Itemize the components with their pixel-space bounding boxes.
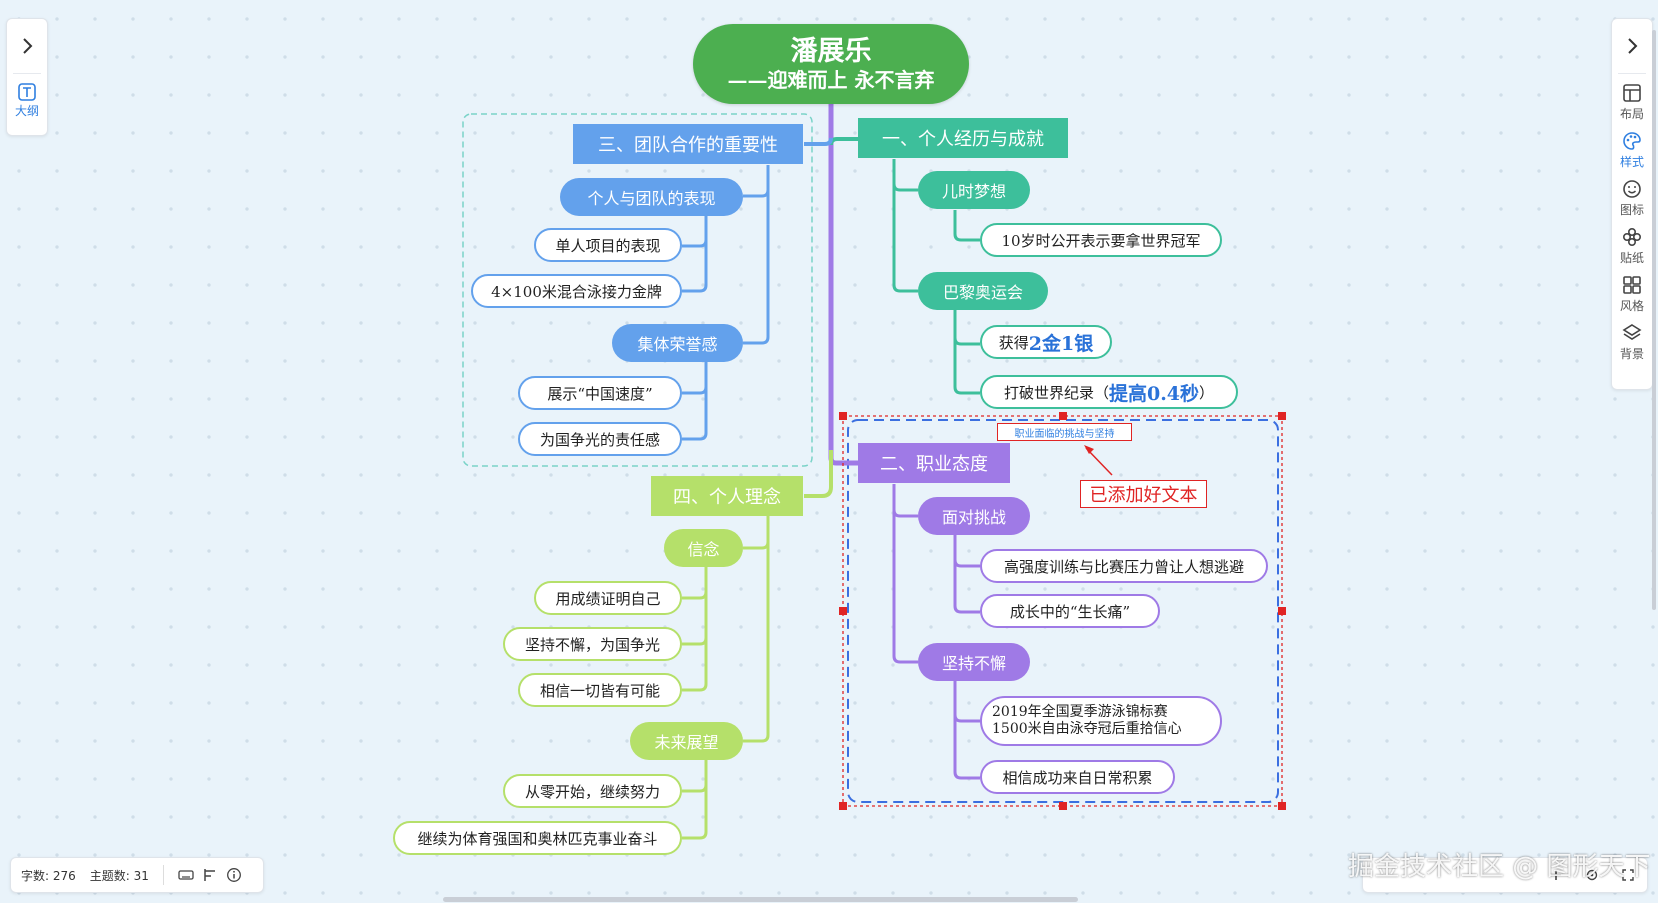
topic-persistence[interactable]: 坚持不懈 (918, 643, 1030, 681)
tool-theme-label: 风格 (1619, 299, 1644, 313)
leaf-daily-accumulation[interactable]: 相信成功来自日常积累 (980, 760, 1175, 794)
annotation-text: 已添加好文本 (1080, 480, 1207, 508)
leaf-record-highlight: 提高0.4秒 (1108, 382, 1200, 405)
branch-professional-attitude[interactable]: 二、职业态度 (858, 443, 1010, 483)
selection-handle[interactable] (839, 802, 847, 810)
leaf-persist-for-country[interactable]: 坚持不懈，为国争光 (503, 627, 682, 661)
tool-icons[interactable]: 图标 (1612, 179, 1652, 218)
leaf-growing-pains[interactable]: 成长中的“生长痛” (980, 594, 1160, 628)
layout-icon (1623, 84, 1641, 102)
topic-paris-olympics[interactable]: 巴黎奥运会 (918, 272, 1048, 310)
selection-handle[interactable] (839, 412, 847, 420)
info-icon[interactable] (226, 867, 242, 883)
leaf-training-pressure[interactable]: 高强度训练与比赛压力曾让人想逃避 (980, 549, 1268, 583)
tool-stickers[interactable]: 贴纸 (1612, 227, 1652, 266)
root-subtitle: ——迎难而上 永不言弃 (727, 68, 935, 92)
locate-icon[interactable] (1585, 868, 1599, 882)
structure-icon[interactable] (202, 867, 218, 883)
tool-icons-label: 图标 (1619, 203, 1644, 217)
leaf-medals-highlight: 2金1银 (1028, 332, 1094, 355)
tool-theme[interactable]: 风格 (1612, 275, 1652, 314)
tool-stickers-label: 贴纸 (1619, 251, 1644, 265)
leaf-national-responsibility[interactable]: 为国争光的责任感 (518, 422, 682, 456)
outline-icon (18, 83, 36, 101)
leaf-2019-line2: 1500米自由泳夺冠后重拾信心 (992, 721, 1182, 737)
vertical-scrollbar[interactable] (1652, 30, 1656, 610)
selection-handle[interactable] (1278, 607, 1286, 615)
topic-future-outlook[interactable]: 未来展望 (630, 722, 743, 760)
sticker-icon (1622, 227, 1642, 247)
tool-style[interactable]: 样式 (1612, 131, 1652, 170)
status-bar: 字数: 276 主题数: 31 (10, 857, 264, 893)
selection-handle[interactable] (1278, 412, 1286, 420)
leaf-everything-possible[interactable]: 相信一切皆有可能 (518, 673, 682, 707)
chevron-right-icon (23, 38, 33, 54)
layers-icon (1622, 324, 1642, 340)
tool-layout-label: 布局 (1619, 107, 1644, 121)
tool-background-label: 背景 (1619, 347, 1644, 361)
leaf-prove-yourself[interactable]: 用成绩证明自己 (534, 581, 682, 615)
horizontal-scrollbar[interactable] (443, 897, 1078, 902)
right-panel: 布局 样式 图标 贴纸 风格 背景 (1611, 18, 1653, 390)
fullscreen-icon[interactable] (1621, 868, 1635, 882)
selection-handle[interactable] (1059, 412, 1067, 420)
topic-childhood-dream[interactable]: 儿时梦想 (918, 171, 1030, 209)
topic-facing-challenges[interactable]: 面对挑战 (918, 497, 1030, 535)
leaf-2019-line1: 2019年全国夏季游泳锦标赛 (992, 704, 1168, 720)
zoom-controls (1362, 857, 1648, 893)
leaf-olympic-career[interactable]: 继续为体育强国和奥林匹克事业奋斗 (393, 821, 682, 855)
zoom-in-icon[interactable] (1549, 868, 1563, 882)
watermark: 掘金技术社区 @ 图形天下 (1348, 852, 1651, 882)
leaf-individual-performance[interactable]: 单人项目的表现 (534, 228, 682, 262)
keyboard-icon[interactable] (178, 867, 194, 883)
root-title: 潘展乐 (790, 36, 872, 67)
grid-style-icon (1623, 276, 1641, 294)
tool-layout[interactable]: 布局 (1612, 83, 1652, 122)
selection-handle[interactable] (839, 607, 847, 615)
topic-collective-honor[interactable]: 集体荣誉感 (612, 324, 743, 362)
summary-label[interactable]: 职业面临的挑战与坚持 (997, 423, 1132, 441)
leaf-2019-championship[interactable]: 2019年全国夏季游泳锦标赛 1500米自由泳夺冠后重拾信心 (980, 696, 1222, 746)
expand-left-button[interactable] (7, 19, 47, 73)
tool-background[interactable]: 背景 (1612, 323, 1652, 362)
topic-count: 主题数: 31 (89, 868, 149, 883)
leaf-china-speed[interactable]: 展示“中国速度” (518, 376, 682, 410)
branch-personal-philosophy[interactable]: 四、个人理念 (651, 476, 803, 516)
selection-handle[interactable] (1059, 802, 1067, 810)
left-panel: 大纲 (6, 18, 48, 136)
topic-belief[interactable]: 信念 (664, 529, 743, 567)
leaf-record-prefix: 打破世界纪录（ (1003, 383, 1109, 402)
palette-icon (1623, 132, 1641, 150)
word-count: 字数: 276 (21, 868, 76, 883)
leaf-record-suffix: ） (1199, 383, 1215, 402)
branch-teamwork[interactable]: 三、团队合作的重要性 (573, 124, 803, 164)
branch-personal-experience[interactable]: 一、个人经历与成就 (858, 118, 1068, 158)
leaf-world-record[interactable]: 打破世界纪录（提高0.4秒） (980, 375, 1238, 409)
expand-right-button[interactable] (1612, 19, 1652, 73)
tool-style-label: 样式 (1619, 155, 1644, 169)
leaf-medals-prefix: 获得 (998, 333, 1029, 352)
summary-frame-team (462, 113, 813, 467)
leaf-world-champion-goal[interactable]: 10岁时公开表示要拿世界冠军 (980, 223, 1222, 257)
topic-individual-and-team[interactable]: 个人与团队的表现 (560, 178, 743, 216)
outline-label: 大纲 (14, 104, 39, 118)
root-topic[interactable]: 潘展乐 ——迎难而上 永不言弃 (693, 24, 969, 104)
selection-handle[interactable] (1278, 802, 1286, 810)
leaf-start-from-zero[interactable]: 从零开始，继续努力 (503, 774, 682, 808)
outline-button[interactable]: 大纲 (7, 82, 47, 119)
leaf-relay-gold[interactable]: 4×100米混合泳接力金牌 (471, 274, 682, 308)
smiley-icon (1623, 180, 1641, 198)
chevron-right-icon (1628, 38, 1638, 54)
